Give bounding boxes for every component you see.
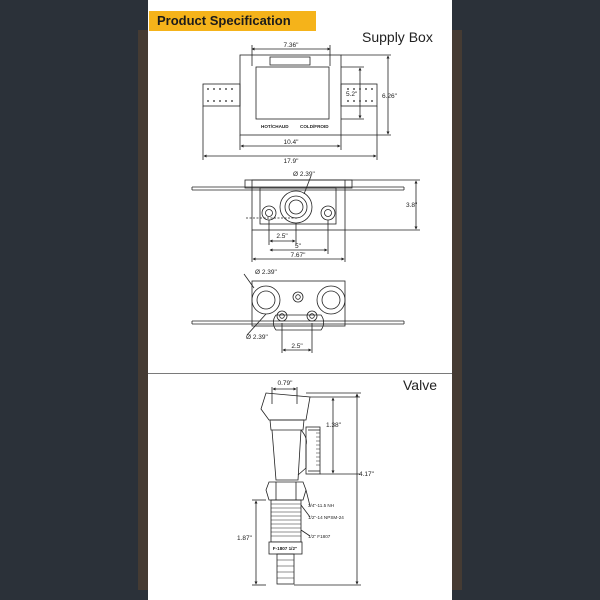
- top-view-drawing: [191, 175, 420, 262]
- front-view-drawing: [202, 45, 391, 160]
- left-background-panel: [0, 0, 148, 600]
- dim-overall-width: 17.9": [284, 158, 300, 165]
- dim-top-outlet-dia: Ø 2.39": [293, 171, 316, 178]
- spec-drawing: 7.36" 5.2" 6.26" 10.4" 17.9" HOT/CHAUD C…: [191, 42, 420, 586]
- bottom-view-drawing: [191, 273, 405, 353]
- valve-handle: [260, 392, 311, 421]
- spec-badge-label: Product Specification: [157, 13, 291, 28]
- dim-handle-width: 0.79": [278, 380, 294, 387]
- section-divider: [148, 373, 452, 374]
- left-mounting-bracket: [202, 83, 241, 107]
- dim-spacing-b: 5": [295, 243, 302, 250]
- dim-bottom-spacing: 2.5": [291, 343, 303, 350]
- dim-box-width: 10.4": [284, 139, 300, 146]
- bottom-outlet-left: [251, 285, 281, 315]
- dim-total-height-valve: 4.17": [359, 471, 375, 478]
- dim-spacing-a: 2.5": [276, 233, 288, 240]
- left-wood-edge: [138, 30, 148, 590]
- dim-width: 7.67": [291, 252, 307, 259]
- label-hot: HOT/CHAUD: [261, 124, 289, 129]
- dim-bottom-outlet-dia-top: Ø 2.39": [255, 269, 278, 276]
- thread-label-b: 1/2"-14 NPSM-24: [308, 515, 344, 520]
- dim-lower-height: 1.87": [237, 535, 253, 542]
- dim-depth: 3.8": [406, 202, 418, 209]
- front-box-slot: [269, 56, 311, 66]
- valve-title: Valve: [403, 377, 437, 393]
- front-box-opening: [255, 66, 330, 120]
- valve-nut: [265, 481, 307, 501]
- label-cold: COLD/FROID: [300, 124, 329, 129]
- right-background-panel: [452, 0, 600, 600]
- valve-drawing: [252, 387, 361, 586]
- thread-label-c: 1/2" F1807: [308, 534, 331, 539]
- dim-bottom-outlet-dia-bottom: Ø 2.39": [246, 334, 269, 341]
- spec-badge: Product Specification: [149, 11, 316, 31]
- bottom-outlet-right: [316, 285, 346, 315]
- valve-pex-stem: [276, 553, 295, 585]
- right-wood-edge: [452, 30, 462, 590]
- spec-sheet: Product Specification Supply Box Valve: [148, 0, 452, 600]
- dim-upper-height: 1.38": [326, 422, 342, 429]
- valve-stamp: F-1807 1/2": [273, 546, 297, 551]
- valve-threaded-body: [270, 499, 302, 543]
- dim-top-width: 7.36": [284, 42, 300, 49]
- bottom-box-outline: [251, 280, 346, 327]
- dim-box-height: 5.2": [346, 91, 358, 98]
- dim-total-height: 6.26": [382, 93, 398, 100]
- supply-box-title: Supply Box: [362, 29, 433, 45]
- thread-label-a: 3/4"-11.5 NH: [308, 503, 334, 508]
